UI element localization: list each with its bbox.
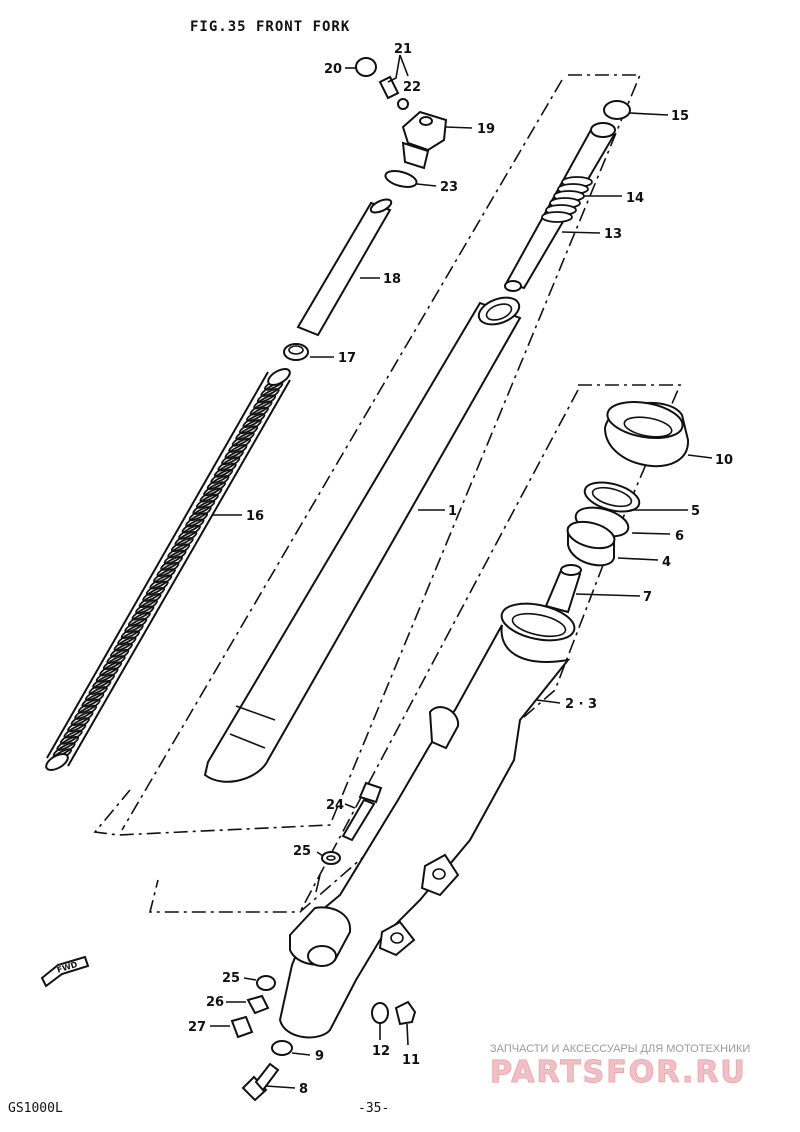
valve-21 — [378, 75, 400, 100]
washer-25-lower — [256, 975, 276, 991]
callout-15: 15 — [671, 109, 689, 124]
piston-ring-14 — [541, 176, 593, 223]
cap-bolt — [401, 110, 448, 170]
lock-washer-26 — [246, 994, 270, 1015]
valve-cap-20 — [355, 57, 377, 77]
callout-25-upper: 25 — [293, 844, 311, 859]
gasket-12 — [371, 1002, 389, 1024]
callout-16: 16 — [246, 509, 264, 524]
callout-labels: 1 2 · 3 4 5 6 7 8 9 10 11 12 13 14 15 16… — [188, 42, 733, 1097]
callout-11: 11 — [402, 1053, 420, 1068]
nut-27 — [230, 1015, 254, 1039]
callout-19: 19 — [477, 122, 495, 137]
o-ring — [384, 170, 418, 188]
axle-hole — [307, 945, 337, 967]
piston-ring — [541, 211, 573, 223]
rod-seal-15 — [603, 100, 631, 120]
callout-17: 17 — [338, 351, 356, 366]
slider-outline-left — [299, 389, 579, 913]
callout-24: 24 — [326, 798, 344, 813]
spring-outline — [121, 79, 563, 831]
callout-27: 27 — [188, 1020, 206, 1035]
watermark-subtitle: ЗАПЧАСТИ И АКСЕССУАРЫ ДЛЯ МОТОТЕХНИКИ — [490, 1043, 750, 1055]
spacer-tube — [296, 198, 393, 337]
drain-bolt-8 — [254, 1062, 280, 1092]
caliper-mount-upper — [420, 853, 460, 897]
callout-26: 26 — [206, 995, 224, 1010]
callout-4: 4 — [662, 555, 671, 570]
callout-22: 22 — [403, 80, 421, 95]
caliper-mount-lower — [378, 920, 416, 957]
callout-20: 20 — [324, 62, 342, 77]
callout-13: 13 — [604, 227, 622, 242]
watermark-brand: PARTSFOR.RU — [490, 1055, 747, 1090]
dust-seal — [603, 401, 690, 468]
callout-7: 7 — [643, 590, 652, 605]
oil-lock-piece — [544, 564, 582, 614]
valve-oring-22 — [397, 98, 409, 110]
figure-title: FIG.35 FRONT FORK — [190, 19, 350, 35]
assembly-outline — [93, 74, 682, 913]
boss — [428, 706, 460, 750]
callout-8: 8 — [299, 1082, 308, 1097]
outer-tube-outline — [93, 74, 642, 836]
washer-9 — [271, 1040, 293, 1056]
fwd-arrow-icon: FWD — [40, 955, 90, 988]
damper-bolt — [341, 781, 383, 842]
callout-10: 10 — [715, 453, 733, 468]
callout-2-3: 2 · 3 — [565, 697, 597, 712]
callout-18: 18 — [383, 272, 401, 287]
outer-tube-slider — [278, 602, 576, 1039]
model-code: GS1000L — [8, 1101, 63, 1116]
callout-1: 1 — [448, 504, 457, 519]
damper-rod-assembly — [504, 100, 631, 292]
gasket-25-upper — [321, 851, 341, 865]
drain-plug-11 — [394, 1000, 417, 1026]
page-number: -35- — [358, 1101, 389, 1116]
inner-tube — [203, 296, 522, 783]
fork-spring — [45, 368, 291, 771]
spring-seat — [283, 343, 309, 361]
drain-bolt-head — [241, 1075, 268, 1102]
callout-21: 21 — [394, 42, 412, 57]
watermark: ЗАПЧАСТИ И АКСЕССУАРЫ ДЛЯ МОТОТЕХНИКИ PA… — [490, 1043, 751, 1091]
callout-25-lower: 25 — [222, 971, 240, 986]
leader-lines — [210, 54, 713, 1089]
air-valve — [355, 57, 409, 110]
slider-outline — [148, 384, 682, 913]
seal-stack — [566, 481, 641, 567]
axle-holder — [289, 906, 352, 966]
callout-12: 12 — [372, 1044, 390, 1059]
callout-9: 9 — [315, 1049, 324, 1064]
callout-14: 14 — [626, 191, 644, 206]
callout-6: 6 — [675, 529, 684, 544]
callout-23: 23 — [440, 180, 458, 195]
callout-5: 5 — [691, 504, 700, 519]
